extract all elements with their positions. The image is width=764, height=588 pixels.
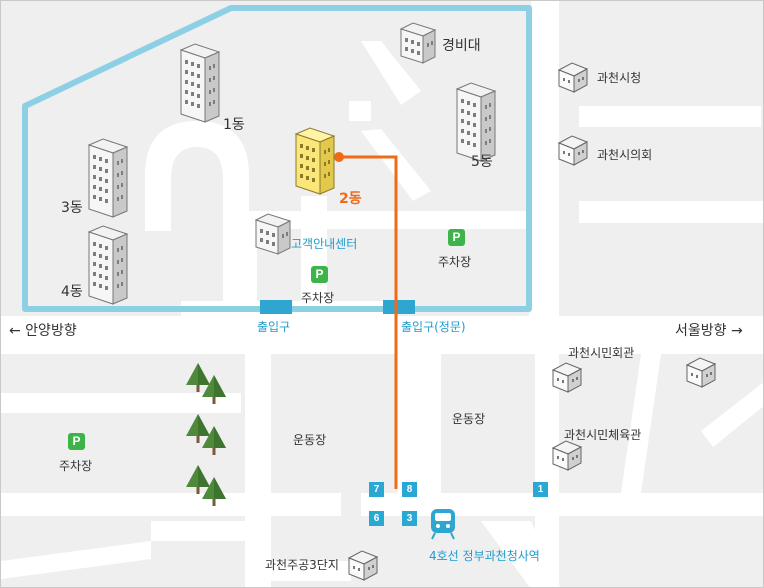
apartment-icon — [348, 550, 378, 581]
gym-icon — [552, 440, 582, 471]
parking-icon: P — [311, 266, 328, 283]
parking-icon: P — [68, 433, 85, 450]
label-civic-hall: 과천시민회관 — [568, 346, 635, 360]
gate-main-marker — [383, 300, 415, 314]
city-hall-icon — [558, 62, 588, 93]
label-guard: 경비대 — [442, 38, 481, 54]
label-gate-left: 출입구 — [257, 320, 291, 334]
label-parking-left: 주차장 — [59, 459, 93, 473]
exit-8-badge: 8 — [402, 482, 417, 497]
label-to-anyang: ← 안양방향 — [9, 323, 77, 339]
building-4-icon — [88, 225, 128, 305]
building-2-icon — [295, 127, 335, 195]
train-icon — [431, 509, 455, 540]
compound-boundary — [22, 5, 532, 312]
exit-1-badge: 1 — [533, 482, 548, 497]
city-council-icon — [558, 135, 588, 166]
label-customer-center: 고객안내센터 — [291, 237, 358, 251]
label-building-1: 1동 — [223, 117, 245, 133]
label-field-left: 운동장 — [293, 433, 327, 447]
label-gate-main: 출입구(정문) — [401, 320, 466, 334]
building-5-icon — [456, 82, 496, 162]
label-parking-inner: 주차장 — [301, 291, 335, 305]
label-building-4: 4동 — [61, 284, 83, 300]
label-field-center: 운동장 — [452, 412, 486, 426]
label-parking-right: 주차장 — [438, 255, 472, 269]
building-1-icon — [180, 43, 220, 123]
label-apartment: 과천주공3단지 — [265, 558, 339, 572]
route-line — [334, 152, 398, 489]
exit-7-badge: 7 — [369, 482, 384, 497]
label-building-3: 3동 — [61, 200, 83, 216]
sports-icon — [686, 357, 716, 388]
label-gym: 과천시민체육관 — [564, 428, 642, 442]
label-building-2: 2동 — [339, 191, 362, 207]
building-3-icon — [88, 138, 128, 218]
gate-left-marker — [260, 300, 292, 314]
label-to-seoul: 서울방향 → — [675, 323, 743, 339]
customer-center-icon — [255, 213, 291, 255]
label-city-council: 과천시의회 — [597, 148, 653, 162]
label-station: 4호선 정부과천청사역 — [429, 549, 540, 563]
exit-3-badge: 3 — [402, 511, 417, 526]
guard-building-icon — [400, 22, 436, 64]
parking-icon: P — [448, 229, 465, 246]
exit-6-badge: 6 — [369, 511, 384, 526]
civic-hall-icon — [552, 362, 582, 393]
label-city-hall: 과천시청 — [597, 71, 642, 85]
label-building-5: 5동 — [471, 154, 493, 170]
